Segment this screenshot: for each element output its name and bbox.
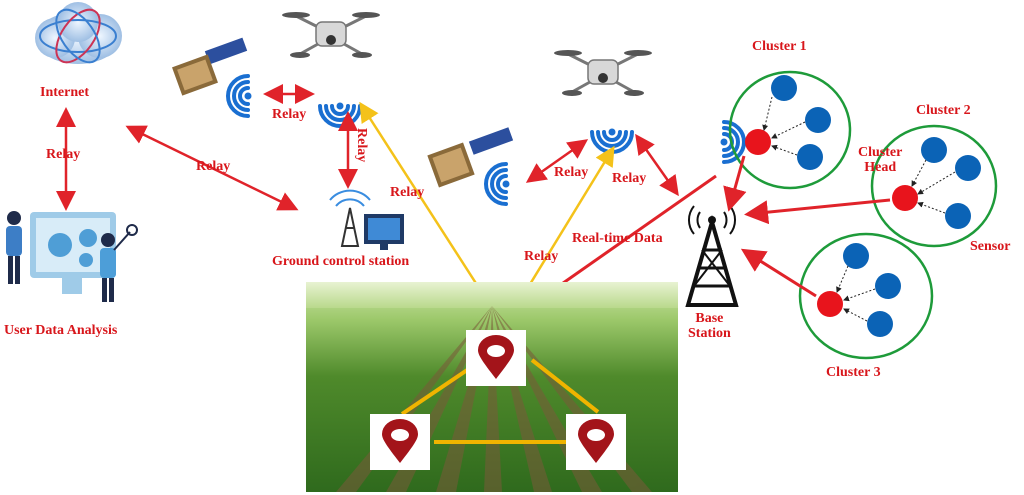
sensor-node [921,137,947,163]
sensor-node [805,107,831,133]
internet-label: Internet [40,85,89,100]
cluster-3 [798,232,934,360]
field-horizon [306,282,678,308]
field-marker [566,414,626,470]
satellite-icon [172,37,248,96]
cluster-1 [728,70,852,190]
cluster-head-node [892,185,918,211]
location-pin-icon [478,335,514,379]
ground-control-station-label: Ground control station [272,254,410,269]
location-pin-icon [382,419,418,463]
sensor-node [843,243,869,269]
cluster-2 [870,124,998,248]
relay-label: Relay [46,147,81,162]
field-marker [466,330,526,386]
cluster-2-label: Cluster 2 [916,103,971,118]
sensor-node [955,155,981,181]
wifi-signal-icon [226,74,252,118]
people-analytics-icon [6,211,138,302]
sensor-node [797,144,823,170]
relay-arrows [56,84,891,306]
relay-label: Relay [524,249,559,264]
cloud-globe-icon [35,2,122,64]
cluster-head-node [817,291,843,317]
relay-label: Relay [390,185,425,200]
base-station-label: Base Station [688,311,731,341]
field-marker [370,414,430,470]
relay-label: Relay [554,165,589,180]
drone-icon [554,50,652,96]
wifi-signal-icon [318,102,362,128]
sensor-node [771,75,797,101]
wifi-signal-icon [590,128,634,154]
drone-icon [282,12,380,58]
cluster-1-label: Cluster 1 [752,39,807,54]
real-time-data-label: Real-time Data [572,231,663,246]
sensor-node [875,273,901,299]
location-pin-icon [578,419,614,463]
relay-label: Relay [612,171,647,186]
wifi-signal-icon [484,162,510,206]
relay-label-vertical: Relay [353,128,369,163]
relay-label-text: Relay [354,128,369,163]
user-data-analysis-label: User Data Analysis [4,323,118,338]
cluster-3-label: Cluster 3 [826,365,881,380]
relay-label: Relay [196,159,231,174]
sensor-label: Sensor [970,239,1011,254]
cluster-head-node [745,129,771,155]
sensor-node [945,203,971,229]
sensor-node [867,311,893,337]
cluster-head-label: Cluster Head [858,145,903,175]
cell-tower-icon [685,205,739,307]
relay-label: Relay [272,107,307,122]
